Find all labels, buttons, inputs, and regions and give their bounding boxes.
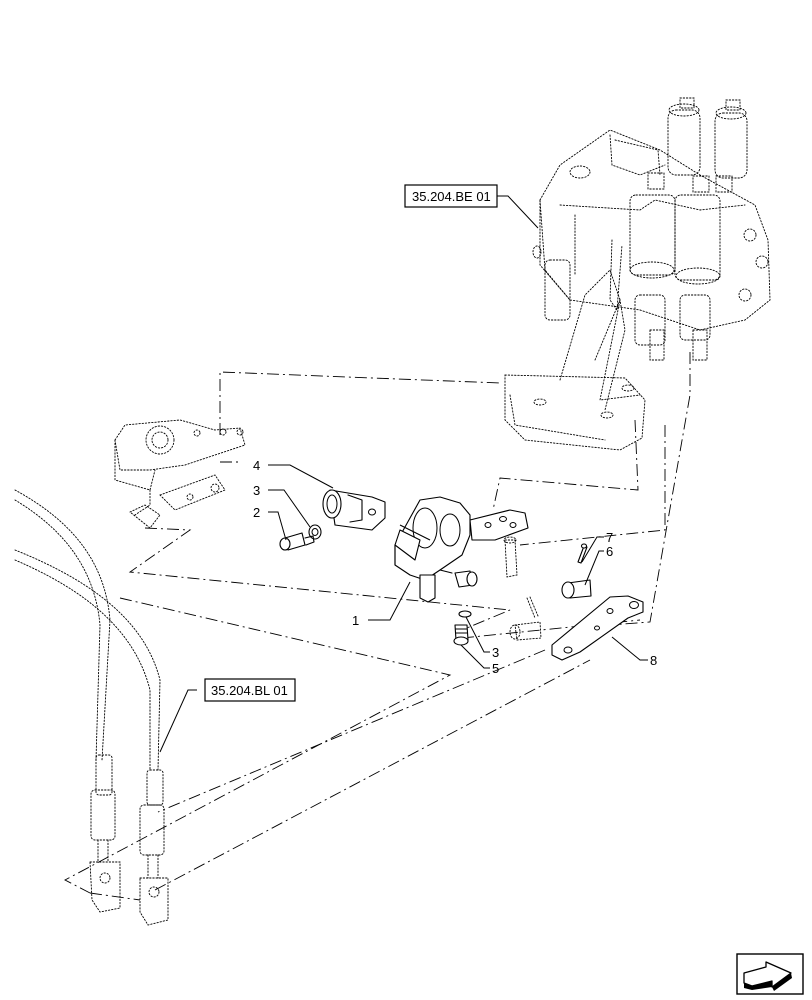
callout-2: 2 xyxy=(253,505,260,520)
hydraulic-hoses xyxy=(14,489,169,926)
part-7-split-pin xyxy=(577,543,588,564)
callout-leaders xyxy=(159,195,648,753)
lever-linkage xyxy=(114,419,246,529)
bracket-fixing-bolt xyxy=(503,536,518,578)
link-pin-dotted xyxy=(509,596,542,641)
callout-numbers: 4 3 2 1 3 5 7 6 8 xyxy=(253,458,657,676)
callout-8: 8 xyxy=(650,653,657,668)
control-valve-assembly xyxy=(504,97,771,451)
callout-4: 4 xyxy=(253,458,260,473)
callout-1: 1 xyxy=(352,613,359,628)
callout-6: 6 xyxy=(606,544,613,559)
next-page-arrow-icon[interactable] xyxy=(736,953,804,995)
part-3-lower-washer xyxy=(458,610,472,618)
callout-3-lower: 3 xyxy=(492,645,499,660)
ref-hose-label: 35.204.BL 01 xyxy=(211,683,288,698)
ref-hose-box[interactable]: 35.204.BL 01 xyxy=(204,678,296,702)
part-6-clevis-pin xyxy=(561,579,592,599)
part-4-pivot-pin xyxy=(322,489,386,531)
part-1-lever-bracket xyxy=(394,496,529,603)
callout-5: 5 xyxy=(492,661,499,676)
part-8-link-plate xyxy=(551,595,644,661)
part-2-cap-screw xyxy=(279,532,315,551)
callout-7: 7 xyxy=(606,530,613,545)
part-3-washer xyxy=(308,524,322,540)
ref-valve-label: 35.204.BE 01 xyxy=(412,189,491,204)
ref-valve-box[interactable]: 35.204.BE 01 xyxy=(404,184,498,208)
part-5-cap-screw xyxy=(453,624,469,646)
callout-3-upper: 3 xyxy=(253,483,260,498)
